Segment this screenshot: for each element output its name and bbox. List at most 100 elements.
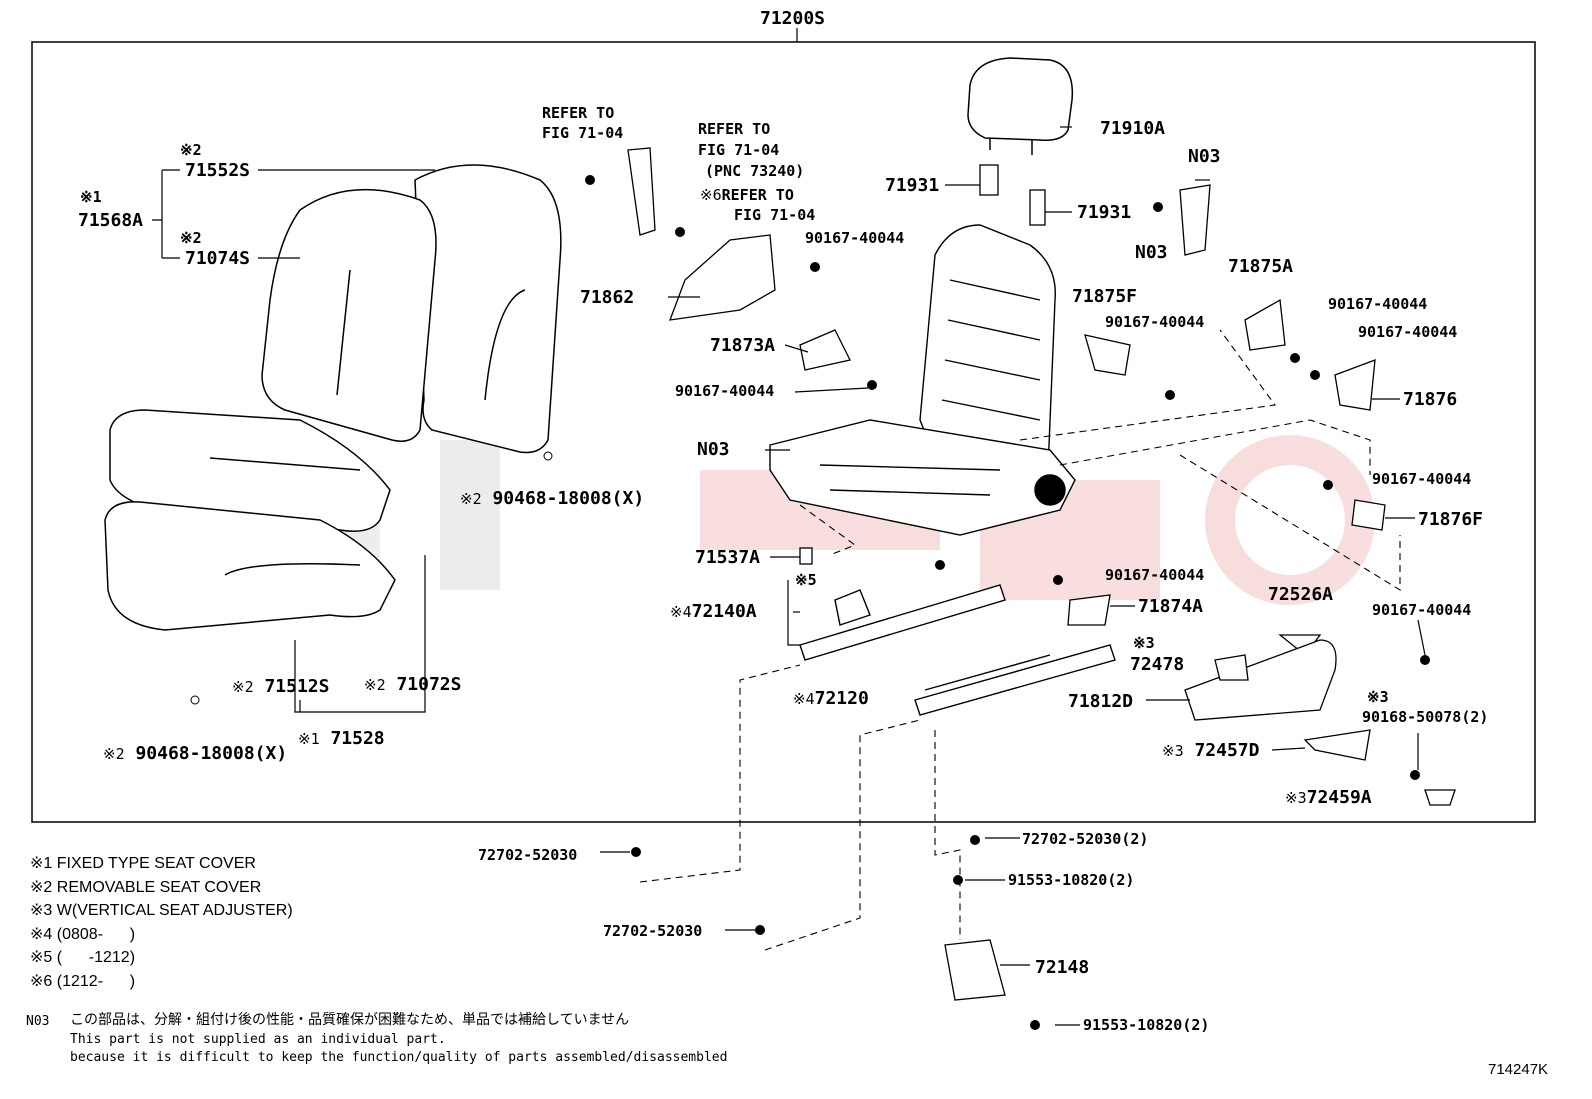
footnote-english-1: This part is not supplied as an individu… (70, 1032, 446, 1047)
part-label-90468-left[interactable]: ※2 90468-18008(X) (103, 745, 287, 763)
marker: ※3 (1162, 742, 1184, 760)
seat-rail-drawing (799, 584, 1116, 716)
part-label-71072s[interactable]: ※2 71072S (364, 676, 461, 694)
part-label-72702-c[interactable]: 72702-52030(2) (1022, 830, 1149, 848)
marker-label: ※2 (180, 229, 202, 247)
fig-reference-link[interactable]: FIG 71-04 (734, 206, 816, 224)
part-label-bolt[interactable]: 90167-40044 (1372, 601, 1472, 619)
dashed-lines (639, 329, 1401, 951)
part-label-n03-mid[interactable]: N03 (1135, 242, 1168, 263)
assembly-border (31, 41, 1536, 823)
part-label-71537a[interactable]: 71537A (695, 547, 761, 568)
refer-to-text: REFER TO (721, 186, 794, 204)
part-number: 72459A (1306, 787, 1372, 808)
part-label-71910a[interactable]: 71910A (1100, 118, 1166, 139)
marker-label: ※2 (180, 141, 202, 159)
legend-item: ※6 (1212- ) (30, 974, 135, 990)
part-label-72148[interactable]: 72148 (1035, 957, 1090, 978)
legend-text: REMOVABLE SEAT COVER (56, 879, 262, 896)
part-label-71873a[interactable]: 71873A (710, 335, 776, 356)
part-number: 90468-18008(X) (492, 488, 645, 509)
part-label-71528[interactable]: ※1 71528 (298, 730, 385, 748)
part-label-bolt[interactable]: 90167-40044 (1372, 470, 1472, 488)
marker: ※4 (670, 603, 692, 621)
part-label-n03-frame[interactable]: N03 (697, 439, 730, 460)
legend-text: W(VERTICAL SEAT ADJUSTER) (56, 902, 293, 919)
legend-text: (1212- ) (56, 973, 136, 990)
assembly-pnc-label: 71200S (760, 8, 826, 29)
legend-mark: ※6 (30, 973, 53, 990)
marker-label: ※1 (80, 188, 102, 206)
part-label-71074s[interactable]: 71074S (185, 248, 251, 269)
legend-text: ( -1212) (56, 949, 136, 966)
fig-reference-link[interactable]: FIG 71-04 (542, 124, 624, 142)
marker: ※4 (793, 690, 815, 708)
marker: ※2 (460, 490, 482, 508)
marker-label: ※3 (1367, 688, 1389, 706)
legend-item: ※2 REMOVABLE SEAT COVER (30, 880, 261, 896)
refer-to-text: REFER TO (542, 104, 615, 122)
part-label-72459a[interactable]: ※372459A (1285, 789, 1372, 807)
part-label-71812d[interactable]: 71812D (1068, 691, 1134, 712)
part-label-71874a[interactable]: 71874A (1138, 596, 1204, 617)
marker: ※2 (103, 745, 125, 763)
part-label-90468-right[interactable]: ※2 90468-18008(X) (460, 490, 644, 508)
part-label-bolt[interactable]: 90167-40044 (1105, 313, 1205, 331)
footnote-japanese: この部品は、分解・組付け後の性能・品質確保が困難なため、単品では補給していません (70, 1012, 630, 1028)
part-label-72457d[interactable]: ※3 72457D (1162, 742, 1259, 760)
legend-mark: ※4 (30, 926, 53, 943)
part-label-bolt[interactable]: 90167-40044 (805, 229, 905, 247)
part-label-72526a[interactable]: 72526A (1268, 584, 1334, 605)
legend-item: ※4 (0808- ) (30, 927, 135, 943)
small-parts-drawing (627, 147, 1456, 1001)
refer-to-text: REFER TO (698, 120, 771, 138)
marker: ※3 (1285, 789, 1307, 807)
part-label-71875f[interactable]: 71875F (1072, 286, 1138, 307)
part-number: 71528 (330, 728, 385, 749)
refer-to-note: ※6REFER TO (700, 188, 794, 203)
part-label-71931-left[interactable]: 71931 (885, 175, 940, 196)
part-label-72140a[interactable]: ※472140A (670, 603, 757, 621)
part-label-bolt[interactable]: 90167-40044 (1328, 295, 1428, 313)
bolt-icons (190, 175, 1430, 1030)
part-label-71876f[interactable]: 71876F (1418, 509, 1484, 530)
legend-text: (0808- ) (56, 926, 136, 943)
marker-label: ※5 (795, 571, 817, 589)
part-label-90168[interactable]: 90168-50078(2) (1362, 708, 1489, 726)
part-label-71875a[interactable]: 71875A (1228, 256, 1294, 277)
fig-reference-link[interactable]: FIG 71-04 (698, 141, 780, 159)
part-label-bolt[interactable]: 90167-40044 (1358, 323, 1458, 341)
part-label-72120[interactable]: ※472120 (793, 690, 869, 708)
part-label-91553-b[interactable]: 91553-10820(2) (1083, 1016, 1210, 1034)
part-label-71512s[interactable]: ※2 71512S (232, 678, 329, 696)
part-label-bolt[interactable]: 90167-40044 (1105, 566, 1205, 584)
part-label-72702-a[interactable]: 72702-52030 (478, 846, 578, 864)
leader-lines (152, 126, 1426, 1026)
part-label-71876[interactable]: 71876 (1403, 389, 1458, 410)
legend-text: FIXED TYPE SEAT COVER (56, 855, 256, 872)
headrest-drawing (967, 57, 1074, 155)
marker: ※1 (298, 730, 320, 748)
part-label-71931-right[interactable]: 71931 (1077, 202, 1132, 223)
legend-mark: ※2 (30, 879, 53, 896)
part-number: 71072S (396, 674, 462, 695)
legend-item: ※1 FIXED TYPE SEAT COVER (30, 856, 256, 872)
part-label-72478[interactable]: 72478 (1130, 654, 1185, 675)
part-label-bolt[interactable]: 90167-40044 (675, 382, 775, 400)
part-label-n03-top[interactable]: N03 (1188, 146, 1221, 167)
legend-mark: ※5 (30, 949, 53, 966)
legend-mark: ※1 (30, 855, 53, 872)
part-number: 72120 (814, 688, 869, 709)
part-number: 71512S (264, 676, 330, 697)
pnc-reference: (PNC 73240) (705, 162, 805, 180)
part-label-91553-a[interactable]: 91553-10820(2) (1008, 871, 1135, 889)
part-label-71568a[interactable]: 71568A (78, 210, 144, 231)
part-label-72702-b[interactable]: 72702-52030 (603, 922, 703, 940)
seatback-cover-drawing (261, 164, 562, 454)
part-label-71552s[interactable]: 71552S (185, 160, 251, 181)
part-number: 72140A (691, 601, 757, 622)
part-label-71862[interactable]: 71862 (580, 287, 635, 308)
marker: ※2 (364, 676, 386, 694)
